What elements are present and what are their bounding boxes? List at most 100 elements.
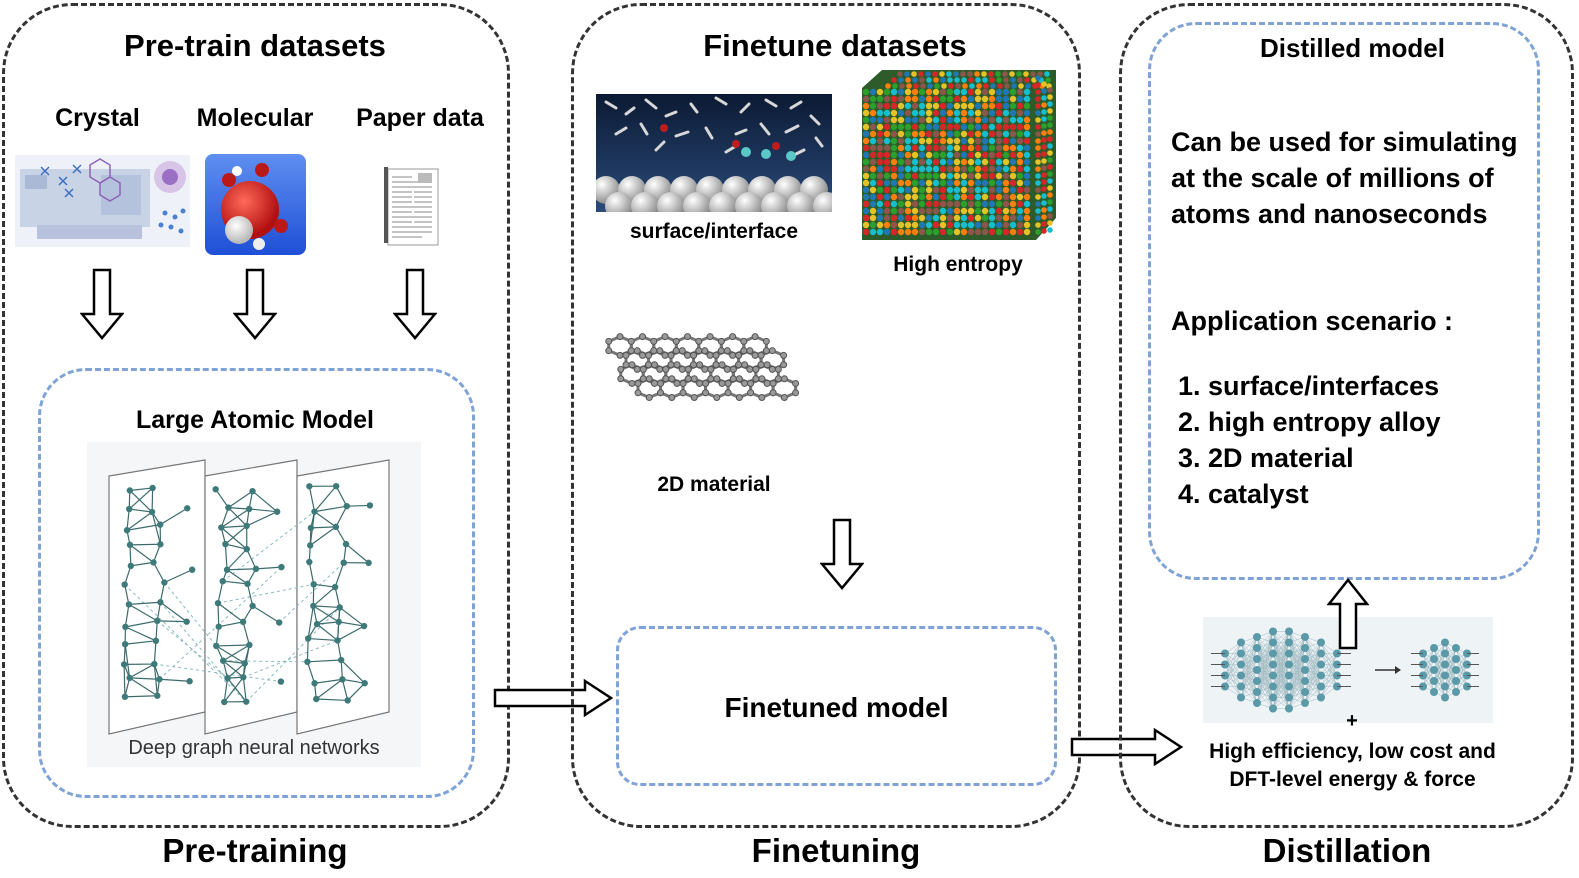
atom-dot [939, 165, 947, 173]
gnn-edge [307, 659, 342, 663]
atom-dot [960, 151, 968, 159]
atom-dot [1009, 151, 1017, 159]
nn-node [1237, 693, 1245, 702]
gnn-edge [226, 569, 248, 585]
down-arrow-icon [233, 268, 277, 340]
gnn-edge [306, 638, 309, 662]
atom-dot [939, 207, 947, 215]
gnn-node [365, 559, 372, 567]
gnn-node [277, 678, 285, 685]
atom-dot [890, 137, 898, 145]
arrow-icon [1395, 666, 1401, 674]
atom-dot [995, 116, 1003, 124]
atom-dot [989, 77, 995, 83]
atom-dot [862, 102, 870, 110]
atom-dot [890, 88, 898, 96]
gnn-node [188, 566, 196, 573]
atom-dot [1041, 186, 1047, 192]
atom-dot [869, 109, 877, 117]
atom-dot [988, 130, 996, 138]
atom-dot [932, 151, 940, 159]
atom-dot [885, 83, 891, 89]
carbon-atom [616, 333, 624, 341]
atom-dot [981, 186, 989, 194]
atom-dot [1047, 164, 1053, 170]
atom-dot [1009, 71, 1015, 77]
gnn-node [361, 679, 368, 687]
atom-dot [974, 137, 982, 145]
gnn-edge [159, 678, 190, 682]
atom-dot [960, 95, 968, 103]
atom-dot [946, 158, 954, 166]
atom-dot [1035, 131, 1041, 137]
scenario-item: 3. 2D material [1178, 443, 1354, 473]
atom-dot [946, 137, 954, 145]
atom-dot [988, 151, 996, 159]
atom-dot [988, 158, 996, 166]
atom-dot [918, 207, 926, 215]
atom-dot [953, 228, 961, 236]
atom-dot [904, 144, 912, 152]
atom-dot [926, 77, 932, 83]
atom-dot [897, 144, 905, 152]
atom-dot [899, 83, 905, 89]
atom-dot [897, 130, 905, 138]
atom-dot [939, 71, 945, 77]
atom-dot [925, 95, 933, 103]
atom-dot [976, 83, 982, 89]
atom-dot [918, 193, 926, 201]
gnn-edge [308, 486, 316, 512]
atom-dot [869, 200, 877, 208]
atom-dot [925, 88, 933, 96]
nn-edge [1320, 653, 1338, 676]
gnn-edge [339, 606, 365, 627]
carbon-atom [718, 379, 726, 387]
scenario-item: 2. high entropy alloy [1178, 407, 1441, 437]
carbon-atom [752, 375, 760, 383]
nn-edge [1422, 647, 1435, 676]
atom-dot [890, 116, 898, 124]
nn-node [1285, 638, 1293, 647]
gnn-node [186, 678, 193, 685]
atom-dot [953, 102, 961, 110]
nn-node [1253, 633, 1261, 641]
atom-dot [988, 116, 996, 124]
gnn-edge [128, 601, 161, 606]
atom-dot [1035, 103, 1041, 109]
atom-dot [946, 88, 954, 96]
gnn-edge [129, 490, 153, 513]
gnn-edge [129, 544, 132, 566]
gnn-node [366, 502, 374, 509]
atom-dot [883, 158, 891, 166]
gnn-cross-edge [124, 584, 247, 703]
atom-dot [1041, 151, 1047, 157]
atom-dot [1035, 152, 1041, 158]
finetuning-panel [571, 3, 1081, 828]
gnn-node [249, 602, 256, 610]
nn-node [1301, 633, 1309, 641]
atom-dot [1016, 116, 1024, 124]
atom-dot [904, 95, 912, 103]
atom-dot [1047, 171, 1053, 177]
atom-dot [1009, 200, 1017, 208]
atom-dot [1002, 179, 1010, 187]
nn-edge [1224, 642, 1242, 687]
carbon-atom [673, 379, 681, 387]
gnn-node [219, 577, 226, 585]
atom-dot [1041, 102, 1047, 108]
gnn-sheet [296, 459, 390, 735]
atom-dot [897, 158, 905, 166]
atom-dot [1002, 123, 1010, 131]
atom-dot [883, 165, 891, 173]
atom-dot [869, 116, 877, 124]
atom-dot [960, 214, 968, 222]
atom-dot [918, 228, 926, 236]
nn-edge [1304, 642, 1322, 671]
gnn-edge [313, 605, 340, 623]
atom-dot [876, 116, 884, 124]
atom-dot [981, 221, 989, 229]
carbon-atom [667, 361, 675, 369]
atom-dot [1016, 102, 1024, 110]
atom-dot [1016, 172, 1024, 180]
atom-dot [946, 151, 954, 159]
